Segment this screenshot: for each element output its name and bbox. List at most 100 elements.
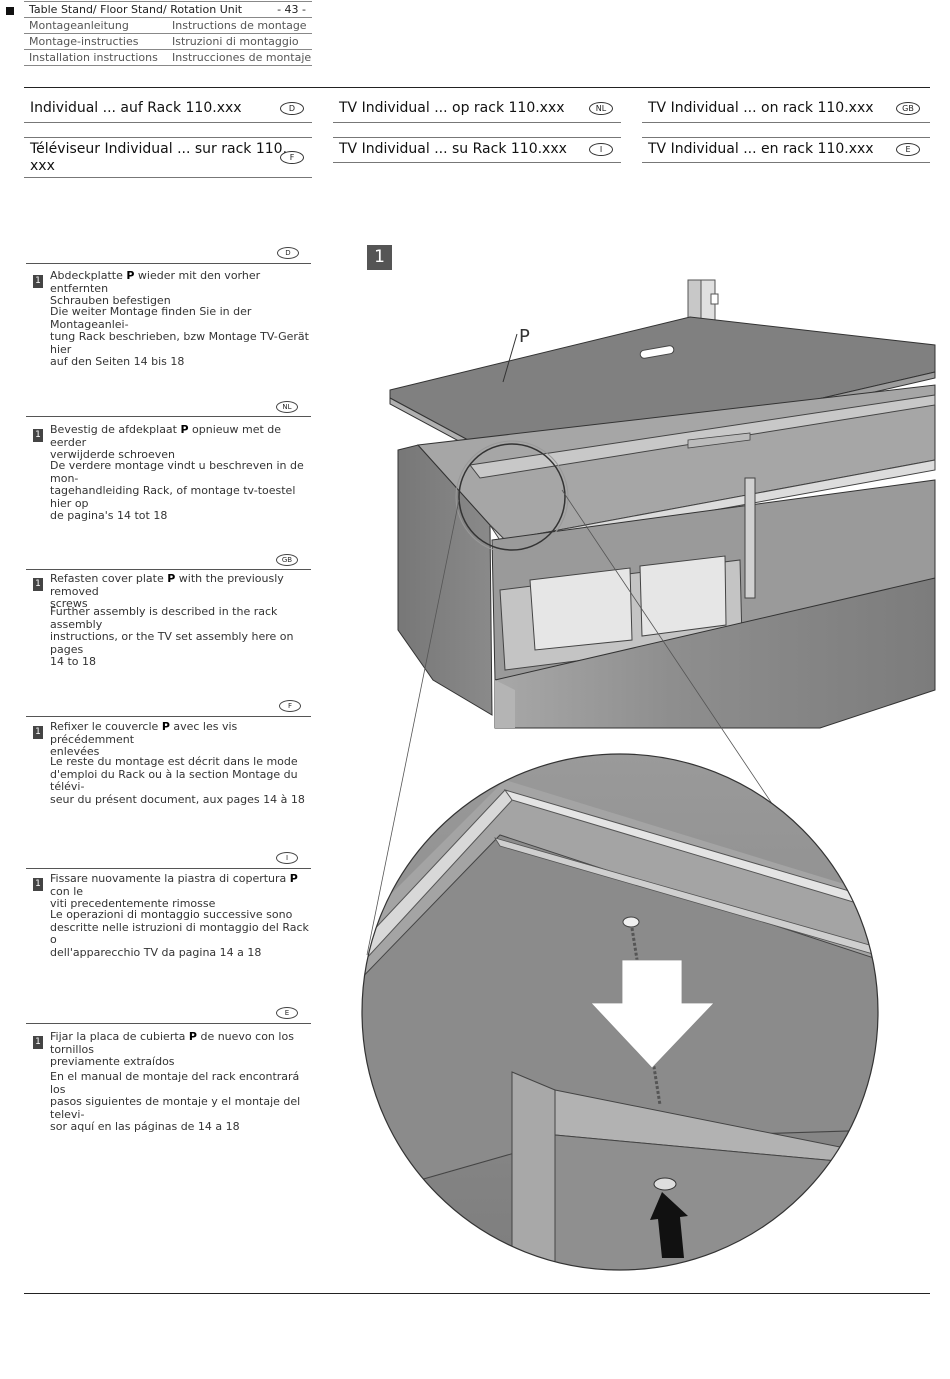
text-run: opnieuw met de eerder — [50, 423, 282, 449]
text-line: descritte nelle istruzioni di montaggio … — [50, 920, 309, 946]
title-text: Téléviseur Individual ... sur rack 110. — [30, 141, 288, 157]
text-line: pasos siguientes de montaje y el montaje… — [50, 1095, 301, 1121]
instruction-note: Le operazioni di montaggio successive so… — [50, 908, 312, 959]
text-run: Bevestig de afdekplaat — [50, 423, 181, 436]
text-line: Die weiter Montage finden Sie in der Mon… — [50, 305, 252, 331]
detail-zoom-view — [362, 754, 878, 1270]
title-separator — [24, 137, 312, 138]
language-badge: GB — [896, 102, 920, 115]
instruction-note: En el manual de montaje del rack encontr… — [50, 1070, 312, 1134]
footer-rule — [24, 1293, 930, 1294]
text-run: with the previously removed — [50, 572, 284, 598]
header-cell: Installation instructions — [29, 51, 158, 64]
title-separator — [333, 137, 621, 138]
text-run: con le — [50, 884, 84, 898]
title-text: Individual ... auf Rack 110.xxx — [30, 100, 242, 116]
text-run: wieder mit den vorher entfernten — [50, 269, 261, 295]
header-cell: Istruzioni di montaggio — [172, 35, 299, 48]
text-run: Schrauben befestigen — [50, 294, 171, 307]
page-number: - 43 - — [277, 3, 306, 16]
language-badge: I — [276, 852, 298, 864]
instruction-text: Refasten cover plate P with the previous… — [50, 572, 312, 611]
step-number: 1 — [33, 578, 43, 591]
header-cell: Montageanleitung — [29, 19, 129, 32]
language-badge: E — [276, 1007, 298, 1019]
instruction-text: Fissare nuovamente la piastra di copertu… — [50, 872, 312, 911]
title-text: TV Individual ... su Rack 110.xxx — [339, 141, 567, 157]
title-box-de: Individual ... auf Rack 110.xxx D — [24, 100, 312, 123]
step-number: 1 — [33, 429, 43, 442]
header-marker — [6, 7, 14, 15]
section-rule — [26, 263, 311, 264]
step-number: 1 — [33, 275, 43, 288]
instruction-text: Fijar la placa de cubierta P de nuevo co… — [50, 1030, 312, 1069]
part-ref: P — [188, 1030, 197, 1043]
header-row-4: Installation instructions Instrucciones … — [24, 50, 312, 66]
section-rule — [26, 716, 311, 717]
header-row-3: Montage-instructies Istruzioni di montag… — [24, 34, 312, 50]
step-number: 1 — [33, 726, 43, 739]
text-line: de pagina's 14 tot 18 — [50, 509, 168, 522]
language-badge: D — [277, 247, 299, 259]
text-run: screws — [50, 597, 88, 610]
text-run: verwijderde schroeven — [50, 448, 176, 461]
title-box-es: TV Individual ... en rack 110.xxx E — [642, 141, 930, 163]
language-badge: D — [280, 102, 304, 115]
text-line: tagehandleiding Rack, of montage tv-toes… — [50, 484, 296, 510]
section-rule — [26, 868, 311, 869]
title-text: TV Individual ... op rack 110.xxx — [339, 100, 565, 116]
text-run: de nuevo con los tornillos — [50, 1030, 294, 1056]
text-line: Le reste du montage est décrit dans le m… — [50, 755, 298, 768]
text-run: Refixer le couvercle — [50, 720, 162, 733]
text-run: enlevées — [50, 745, 100, 758]
language-badge: I — [589, 143, 613, 156]
header-row-2: Montageanleitung Instructions de montage — [24, 18, 312, 34]
language-badge: E — [896, 143, 920, 156]
title-text-line2: xxx — [30, 158, 55, 174]
title-box-it: TV Individual ... su Rack 110.xxx I — [333, 141, 621, 163]
instruction-note: De verdere montage vindt u beschreven in… — [50, 459, 312, 523]
title-text: TV Individual ... on rack 110.xxx — [648, 100, 874, 116]
part-ref: P — [289, 872, 298, 885]
title-box-fr: Téléviseur Individual ... sur rack 110. … — [24, 141, 312, 178]
header-cell: Instrucciones de montaje — [172, 51, 312, 64]
text-line: auf den Seiten 14 bis 18 — [50, 355, 185, 368]
step-number: 1 — [33, 1036, 43, 1049]
text-run: viti precedentemente rimosse — [50, 897, 216, 910]
text-line: instructions, or the TV set assembly her… — [50, 630, 294, 656]
part-ref: P — [126, 269, 135, 282]
detail-magnifier-ring — [458, 443, 566, 551]
text-line: En el manual de montaje del rack encontr… — [50, 1070, 300, 1096]
text-line: d'emploi du Rack ou à la section Montage… — [50, 767, 298, 793]
part-ref: P — [180, 423, 189, 436]
title-separator — [642, 137, 930, 138]
title-box-nl: TV Individual ... op rack 110.xxx NL — [333, 100, 621, 123]
language-badge: F — [279, 700, 301, 712]
header-cell: Montage-instructies — [29, 35, 139, 48]
rack-cabinet — [397, 384, 936, 729]
detail-zoom-border — [361, 753, 879, 1271]
text-run: previamente extraídos — [50, 1055, 175, 1068]
title-top-rule — [24, 87, 930, 88]
header-cell: Instructions de montage — [172, 19, 307, 32]
header-title: Table Stand/ Floor Stand/ Rotation Unit — [29, 3, 243, 16]
header-top-rule — [24, 1, 312, 2]
figure-step-number: 1 — [367, 245, 392, 270]
section-rule — [26, 1023, 311, 1024]
step-number: 1 — [33, 878, 43, 891]
text-run: Refasten cover plate — [50, 572, 168, 585]
language-badge: NL — [276, 401, 298, 413]
text-run: Fijar la placa de cubierta — [50, 1030, 189, 1043]
text-line: tung Rack beschrieben, bzw Montage TV-Ge… — [50, 330, 309, 356]
text-run: avec les vis précédemment — [50, 720, 238, 746]
instruction-note: Le reste du montage est décrit dans le m… — [50, 755, 312, 806]
text-line: dell'apparecchio TV da pagina 14 a 18 — [50, 945, 262, 959]
text-line: Further assembly is described in the rac… — [50, 605, 278, 631]
instruction-note: Further assembly is described in the rac… — [50, 605, 312, 669]
instruction-note: Die weiter Montage finden Sie in der Mon… — [50, 305, 312, 369]
instruction-text: Bevestig de afdekplaat P opnieuw met de … — [50, 423, 312, 462]
part-ref: P — [167, 572, 176, 585]
text-line: De verdere montage vindt u beschreven in… — [50, 459, 304, 485]
text-run: Abdeckplatte — [50, 269, 127, 282]
